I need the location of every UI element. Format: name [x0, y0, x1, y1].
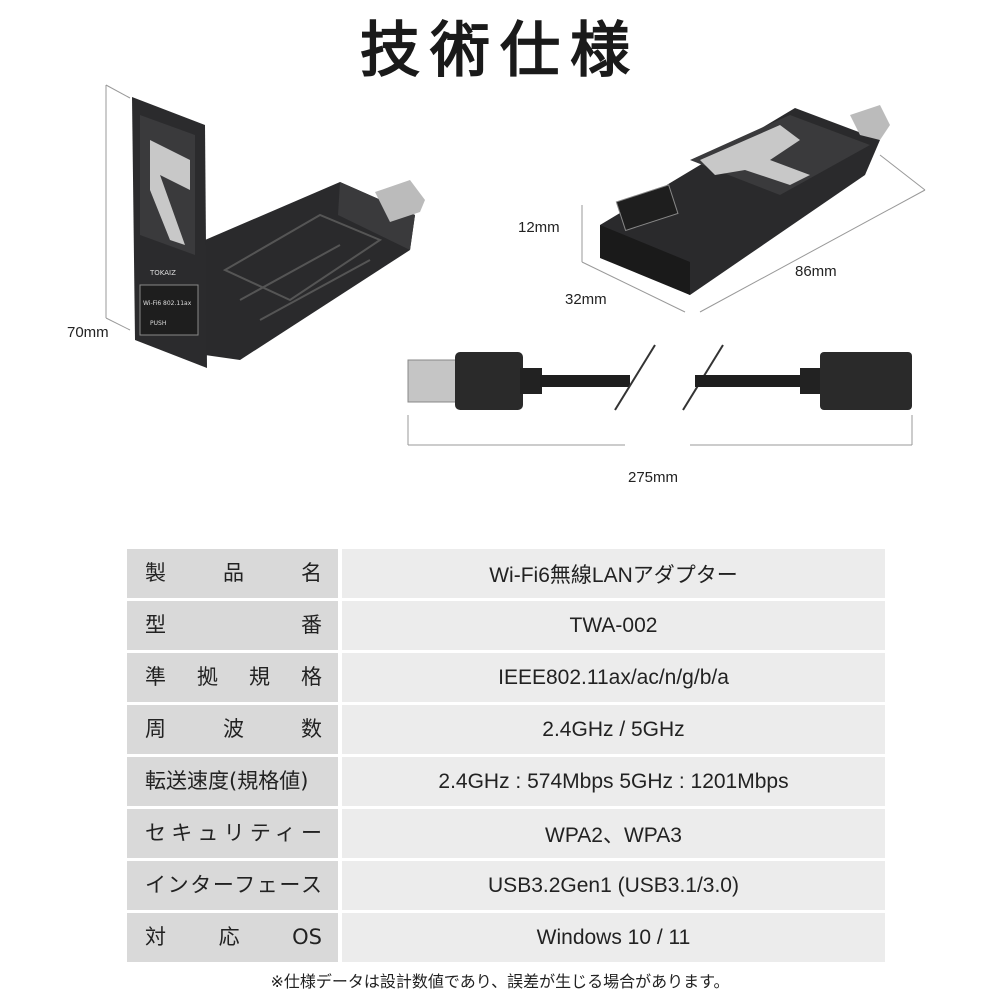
spec-label: 周波数 — [127, 705, 338, 754]
spec-value: 2.4GHz / 5GHz — [342, 705, 885, 754]
product-illustrations: TOKAIZ Wi-Fi6 802.11ax PUSH — [105, 84, 926, 446]
spec-label: インターフェース — [127, 861, 338, 910]
spec-label: 型番 — [127, 601, 338, 650]
cable-dimension-line — [407, 415, 913, 446]
disclaimer-note: ※仕様データは設計数値であり、誤差が生じる場合があります。 — [270, 972, 730, 991]
page-title: 技術仕様 — [360, 16, 640, 86]
adapter-open-image: TOKAIZ Wi-Fi6 802.11ax PUSH — [132, 97, 425, 368]
spec-label: 対応OS — [127, 913, 338, 962]
spec-label: セキュリティー — [127, 809, 338, 858]
length-dimension-label: 86mm — [795, 263, 837, 280]
usb-extension-cable-image — [407, 344, 912, 411]
spec-value: USB3.2Gen1 (USB3.1/3.0) — [342, 861, 885, 910]
adapter-closed-image — [600, 105, 890, 295]
spec-value: Wi-Fi6無線LANアダプター — [342, 549, 885, 598]
height-dimension-label: 70mm — [67, 324, 109, 341]
cable-length-label: 275mm — [628, 469, 679, 486]
spec-value: TWA-002 — [342, 601, 885, 650]
spec-label: 製品名 — [127, 549, 338, 598]
wifi-badge-label: Wi-Fi6 802.11ax — [143, 300, 192, 307]
push-label: PUSH — [150, 320, 166, 327]
spec-label: 準拠規格 — [127, 653, 338, 702]
right-dimension-lines — [581, 154, 926, 313]
spec-label: 転送速度(規格値) — [127, 757, 338, 806]
spec-row: 転送速度(規格値)2.4GHz : 574Mbps 5GHz : 1201Mbp… — [127, 757, 885, 806]
height-dimension-line — [105, 84, 131, 331]
spec-value: WPA2、WPA3 — [342, 809, 885, 858]
thickness-dimension-label: 12mm — [518, 219, 560, 236]
width-dimension-label: 32mm — [565, 291, 607, 308]
spec-value: IEEE802.11ax/ac/n/g/b/a — [342, 653, 885, 702]
spec-value: Windows 10 / 11 — [342, 913, 885, 962]
brand-label: TOKAIZ — [149, 269, 176, 277]
spec-value: 2.4GHz : 574Mbps 5GHz : 1201Mbps — [342, 757, 885, 806]
